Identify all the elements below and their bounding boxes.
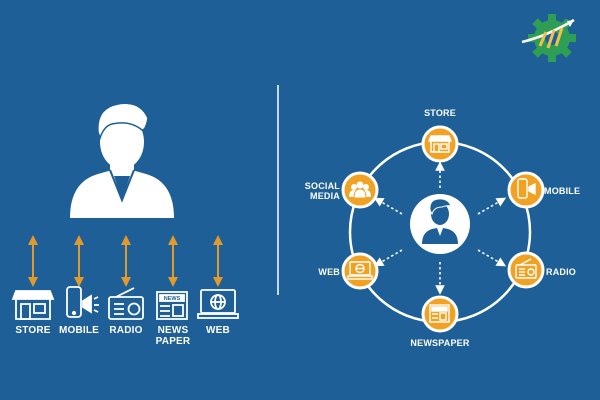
newspaper-icon bbox=[429, 304, 450, 323]
node-mobile bbox=[507, 171, 545, 209]
channel-arrows bbox=[28, 235, 223, 287]
node-radio bbox=[507, 251, 545, 289]
node-web bbox=[341, 252, 379, 290]
web-icon bbox=[197, 289, 239, 319]
connector-mobile bbox=[477, 197, 507, 215]
newspaper-icon: NEWS bbox=[156, 291, 188, 320]
radio-icon bbox=[515, 258, 537, 279]
connector-social bbox=[373, 197, 403, 215]
connector-web bbox=[373, 249, 403, 267]
channel-label-newspaper: NEWS PAPER bbox=[155, 325, 191, 347]
node-label-newspaper: NEWSPAPER bbox=[410, 338, 470, 348]
connector-radio bbox=[477, 249, 507, 267]
radio-icon bbox=[108, 287, 144, 320]
channel-label-web: WEB bbox=[206, 325, 230, 336]
channel-label-mobile: MOBILE bbox=[58, 325, 100, 336]
node-newspaper bbox=[421, 295, 459, 333]
social-media-icon bbox=[349, 181, 371, 199]
node-label-radio: RADIO bbox=[546, 267, 576, 277]
web-icon bbox=[347, 261, 373, 280]
node-label-web: WEB bbox=[318, 267, 340, 277]
node-label-mobile: MOBILE bbox=[544, 186, 581, 196]
connectors bbox=[373, 161, 507, 295]
gear-growth-logo-icon bbox=[521, 14, 576, 62]
channel-label-radio: RADIO bbox=[109, 325, 143, 336]
center-person-icon bbox=[422, 198, 458, 244]
mobile-icon bbox=[517, 178, 536, 199]
node-label-social-media: SOCIAL MEDIA bbox=[304, 181, 340, 201]
node-store bbox=[421, 125, 459, 163]
node-social-media bbox=[341, 171, 379, 209]
channel-label-store: STORE bbox=[15, 325, 51, 336]
store-icon bbox=[427, 135, 453, 153]
mobile-icon bbox=[66, 286, 99, 318]
svg-text:NEWS: NEWS bbox=[164, 296, 181, 302]
node-label-store: STORE bbox=[424, 108, 456, 118]
store-icon bbox=[11, 290, 55, 320]
person-avatar-icon bbox=[70, 102, 174, 218]
